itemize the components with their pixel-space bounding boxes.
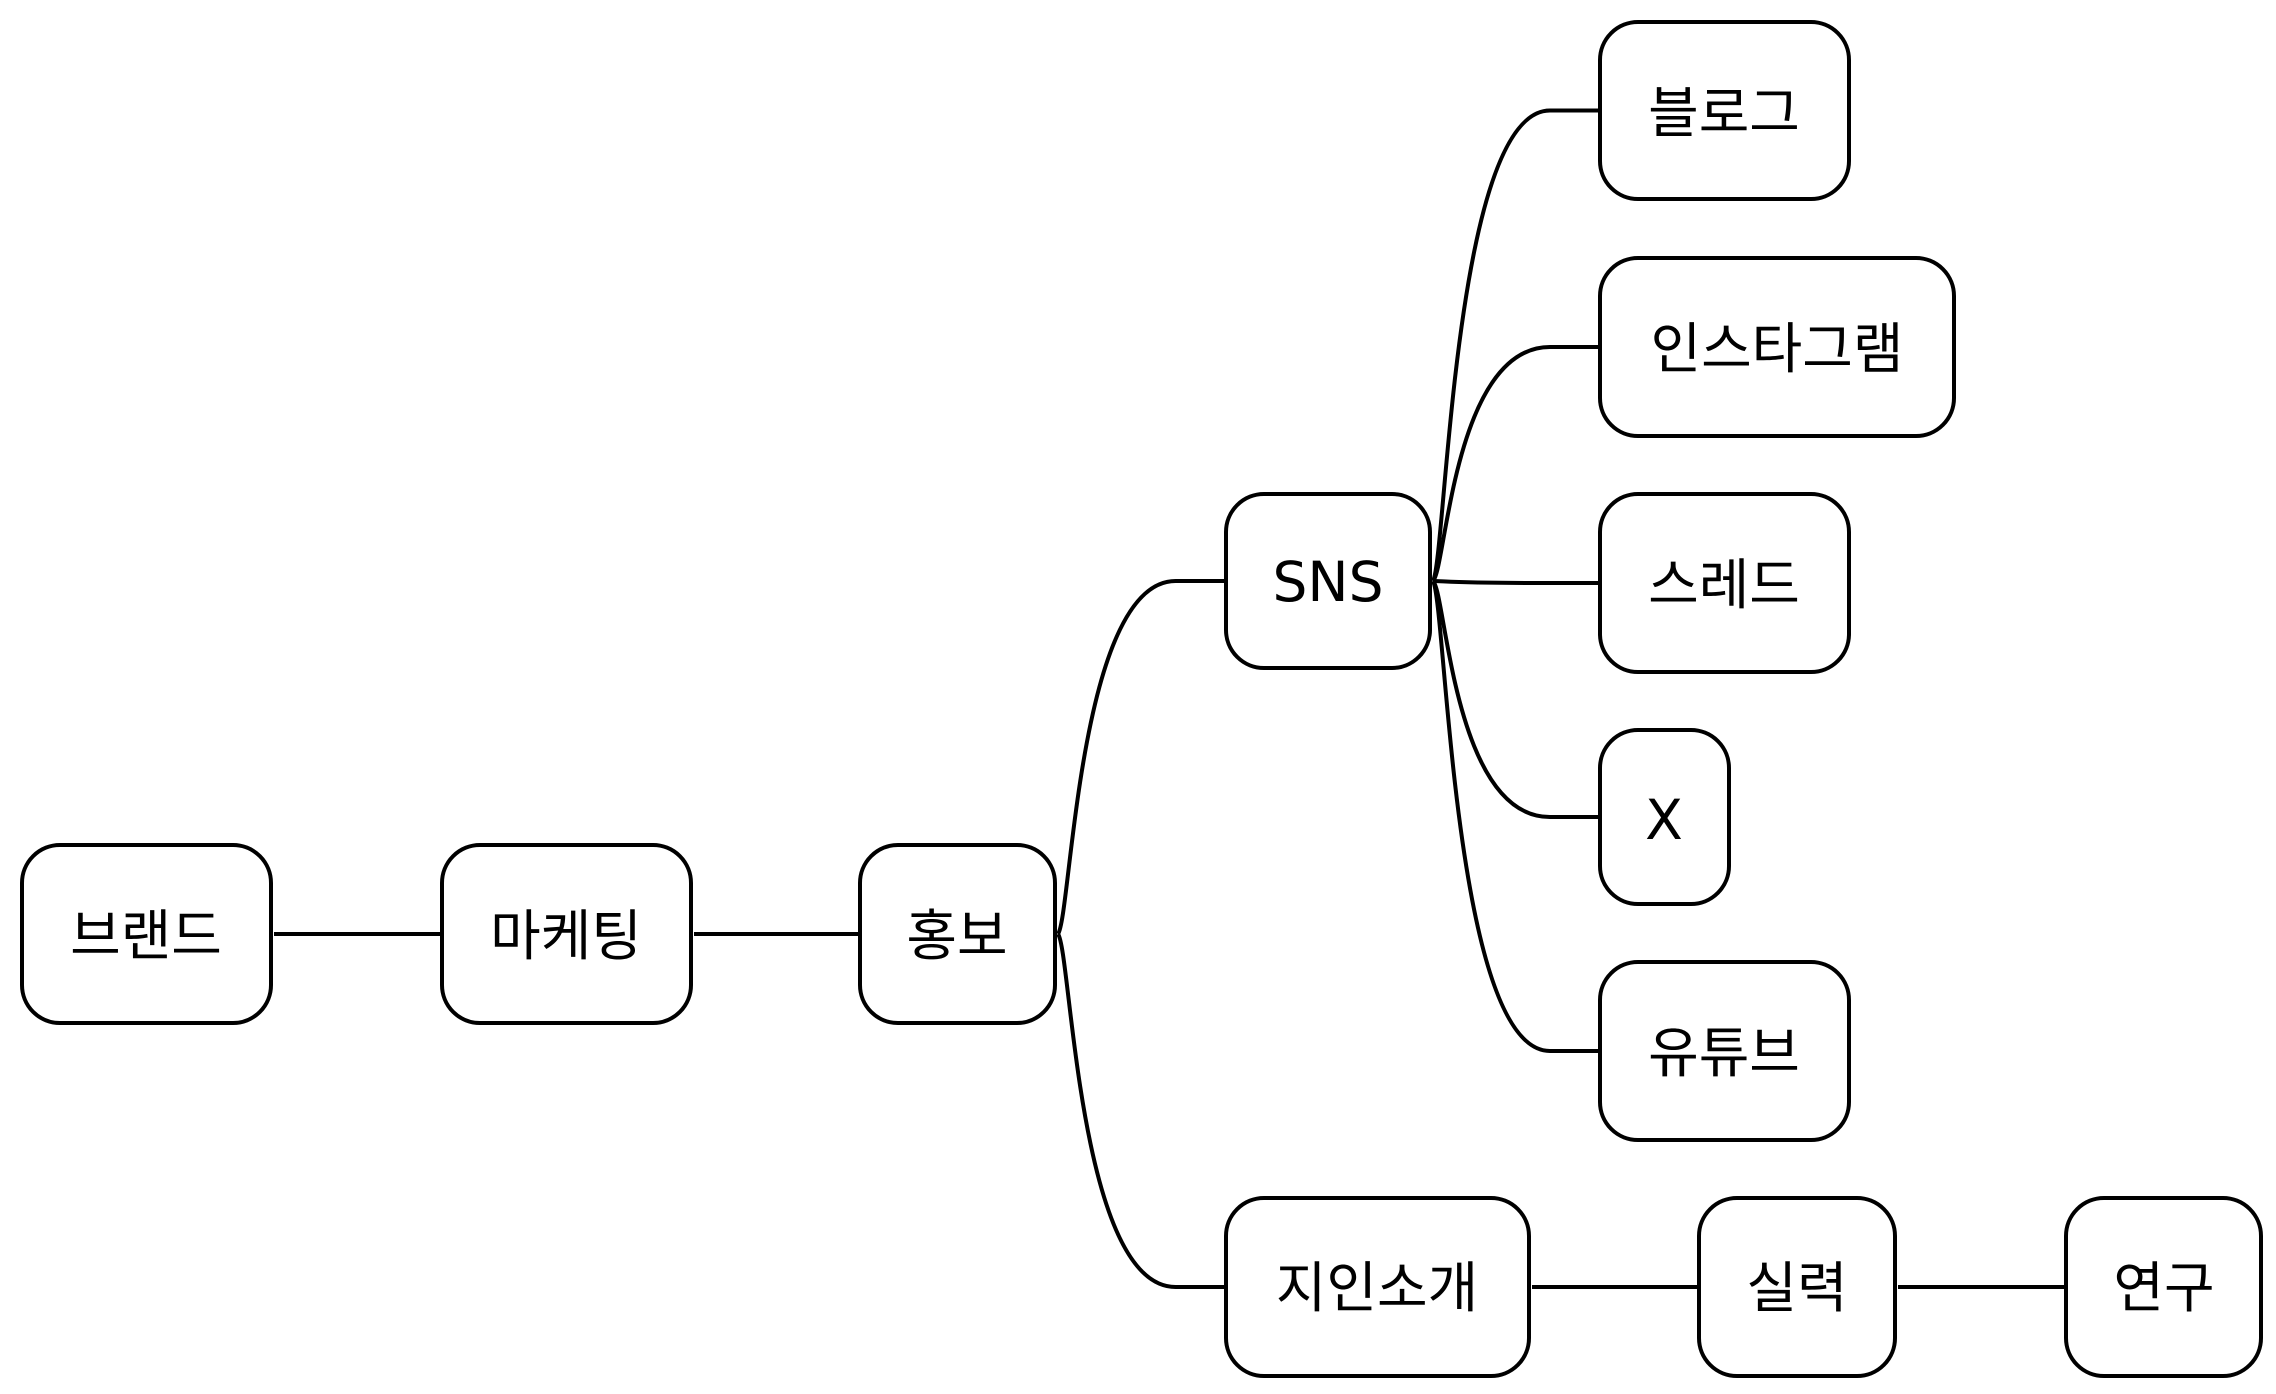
- node-label: X: [1645, 788, 1683, 852]
- node-label: 브랜드: [70, 904, 222, 968]
- node-blog[interactable]: 블로그: [1598, 20, 1851, 201]
- node-label: 블로그: [1648, 81, 1800, 145]
- node-label: 마케팅: [490, 904, 642, 968]
- node-instagram[interactable]: 인스타그램: [1598, 256, 1956, 438]
- edge-promotion-sns: [1056, 579, 1226, 936]
- node-sns[interactable]: SNS: [1224, 492, 1432, 670]
- edge-sns-youtube: [1431, 580, 1600, 1053]
- node-brand[interactable]: 브랜드: [20, 843, 273, 1025]
- node-label: 연구: [2113, 1256, 2214, 1320]
- node-x[interactable]: X: [1598, 728, 1731, 906]
- edge-sns-blog: [1431, 108, 1600, 582]
- edge-sns-instagram: [1431, 345, 1600, 583]
- node-referral[interactable]: 지인소개: [1224, 1196, 1531, 1378]
- node-marketing[interactable]: 마케팅: [440, 843, 693, 1025]
- node-promotion[interactable]: 홍보: [858, 843, 1057, 1025]
- node-label: SNS: [1273, 550, 1384, 614]
- node-skill[interactable]: 실력: [1697, 1196, 1897, 1378]
- node-label: 홍보: [906, 904, 1007, 968]
- node-label: 인스타그램: [1650, 317, 1903, 381]
- node-research[interactable]: 연구: [2064, 1196, 2263, 1378]
- edge-sns-threads: [1432, 579, 1600, 585]
- node-youtube[interactable]: 유튜브: [1598, 960, 1851, 1142]
- node-label: 유튜브: [1648, 1021, 1800, 1085]
- node-label: 스레드: [1648, 553, 1800, 617]
- edges-layer: [274, 108, 2066, 1289]
- node-label: 실력: [1746, 1256, 1847, 1320]
- edge-promotion-referral: [1056, 932, 1226, 1289]
- edge-sns-x: [1431, 579, 1600, 819]
- node-label: 지인소개: [1276, 1256, 1478, 1320]
- node-threads[interactable]: 스레드: [1598, 492, 1851, 674]
